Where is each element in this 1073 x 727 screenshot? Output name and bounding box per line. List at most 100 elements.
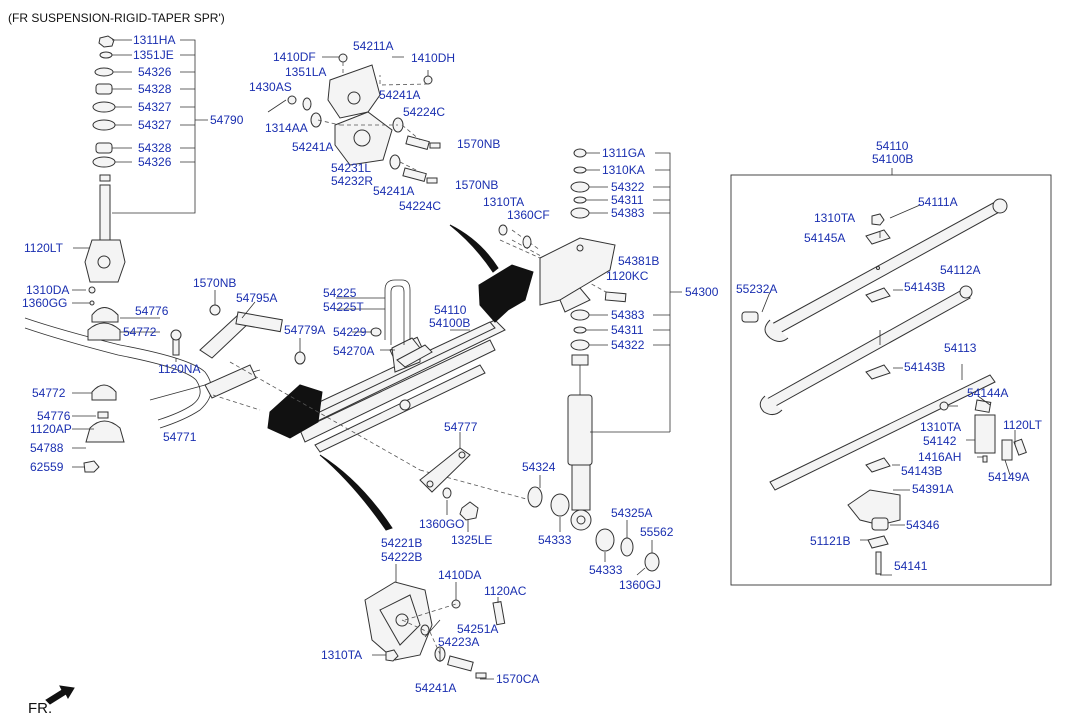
label-1360CF: 1360CF: [507, 208, 550, 222]
label-62559: 62559: [30, 460, 64, 474]
label-54776: 54776: [135, 304, 169, 318]
label-1325LE: 1325LE: [451, 533, 492, 547]
label-1310TA: 1310TA: [321, 648, 362, 662]
label-1120AP: 1120AP: [30, 422, 72, 436]
label-54225: 54225: [323, 286, 357, 300]
label-54327: 54327: [138, 100, 172, 114]
bushing-bracket-parts: [83, 286, 125, 473]
label-54328: 54328: [138, 141, 172, 155]
label-1314AA: 1314AA: [265, 121, 308, 135]
label-54211A: 54211A: [353, 39, 393, 53]
front-direction-arrow-icon: [45, 685, 75, 705]
label-1430AS: 1430AS: [249, 80, 292, 94]
label-1410DF: 1410DF: [273, 50, 316, 64]
label-54221B: 54221B: [381, 536, 422, 550]
label-54776: 54776: [37, 409, 71, 423]
label-54143B: 54143B: [901, 464, 942, 478]
label-54110: 54110: [434, 303, 467, 317]
label-1360GJ: 1360GJ: [619, 578, 661, 592]
label-54241A: 54241A: [292, 140, 333, 154]
label-54224C: 54224C: [399, 199, 441, 213]
label-54141: 54141: [894, 559, 928, 573]
diagram-title: (FR SUSPENSION-RIGID-TAPER SPR'): [8, 11, 225, 25]
label-54777: 54777: [444, 420, 478, 434]
label-1310TA: 1310TA: [483, 195, 524, 209]
label-54383: 54383: [611, 206, 645, 220]
front-direction-label: FR.: [28, 700, 52, 717]
label-1410DA: 1410DA: [438, 568, 481, 582]
label-54232R: 54232R: [331, 174, 373, 188]
label-1570CA: 1570CA: [496, 672, 539, 686]
label-1570NB: 1570NB: [455, 178, 498, 192]
label-54381B: 54381B: [618, 254, 659, 268]
label-1310DA: 1310DA: [26, 283, 69, 297]
label-54112A: 54112A: [940, 263, 980, 277]
label-54241A: 54241A: [415, 681, 456, 695]
label-54231L: 54231L: [331, 161, 371, 175]
label-54142: 54142: [923, 434, 957, 448]
label-54328: 54328: [138, 82, 172, 96]
label-1410DH: 1410DH: [411, 51, 455, 65]
label-1120NA: 1120NA: [158, 362, 200, 376]
label-54311: 54311: [611, 323, 644, 337]
label-1360GG: 1360GG: [22, 296, 67, 310]
rear-shackle-plate: [419, 447, 479, 521]
u-bolt: [384, 279, 411, 345]
label-54223A: 54223A: [438, 635, 479, 649]
label-54322: 54322: [611, 338, 645, 352]
label-1120KC: 1120KC: [606, 269, 649, 283]
label-1310KA: 1310KA: [602, 163, 645, 177]
label-54788: 54788: [30, 441, 64, 455]
leaf-spring-detail-box: [730, 174, 1052, 586]
label-51121B: 51121B: [810, 534, 850, 548]
label-1120LT: 1120LT: [24, 241, 64, 255]
shackle-arm: [170, 304, 283, 399]
label-54311: 54311: [611, 193, 644, 207]
stabilizer-link-assembly: [84, 35, 126, 283]
label-1311HA: 1311HA: [133, 33, 175, 47]
leaf-spring-exploded: [741, 198, 1027, 575]
label-54333: 54333: [589, 563, 623, 577]
label-1351JE: 1351JE: [133, 48, 174, 62]
label-54100B: 54100B: [872, 152, 913, 166]
label-54333: 54333: [538, 533, 572, 547]
label-55562: 55562: [640, 525, 674, 539]
label-54326: 54326: [138, 155, 172, 169]
part-labels: 1311HA 1351JE 54326 54328 54327 54327 54…: [22, 33, 1043, 695]
label-54251A: 54251A: [457, 622, 498, 636]
label-54229: 54229: [333, 325, 367, 339]
label-54391A: 54391A: [912, 482, 953, 496]
label-54145A: 54145A: [804, 231, 845, 245]
label-54346: 54346: [906, 518, 940, 532]
label-54270A: 54270A: [333, 344, 374, 358]
label-54143B: 54143B: [904, 360, 945, 374]
label-1311GA: 1311GA: [602, 146, 645, 160]
label-54300: 54300: [685, 285, 719, 299]
label-1310TA: 1310TA: [920, 420, 961, 434]
label-1570NB: 1570NB: [193, 276, 236, 290]
label-54779A: 54779A: [284, 323, 325, 337]
label-1416AH: 1416AH: [918, 450, 961, 464]
label-54772: 54772: [32, 386, 66, 400]
label-54322: 54322: [611, 180, 645, 194]
label-54241A: 54241A: [379, 88, 420, 102]
label-54326: 54326: [138, 65, 172, 79]
label-54222B: 54222B: [381, 550, 422, 564]
label-54111A: 54111A: [918, 195, 958, 209]
label-55232A: 55232A: [736, 282, 777, 296]
label-54327: 54327: [138, 118, 172, 132]
label-54795A: 54795A: [236, 291, 277, 305]
label-54113: 54113: [944, 341, 977, 355]
label-1570NB: 1570NB: [457, 137, 500, 151]
rear-hanger-bracket: [364, 581, 506, 679]
label-54790: 54790: [210, 113, 244, 127]
label-54110: 54110: [876, 139, 909, 153]
main-leaf-spring: [284, 319, 506, 453]
label-54224C: 54224C: [403, 105, 445, 119]
label-1360GO: 1360GO: [419, 517, 464, 531]
label-54144A: 54144A: [967, 386, 1008, 400]
label-54325A: 54325A: [611, 506, 652, 520]
label-1120AC: 1120AC: [484, 584, 527, 598]
